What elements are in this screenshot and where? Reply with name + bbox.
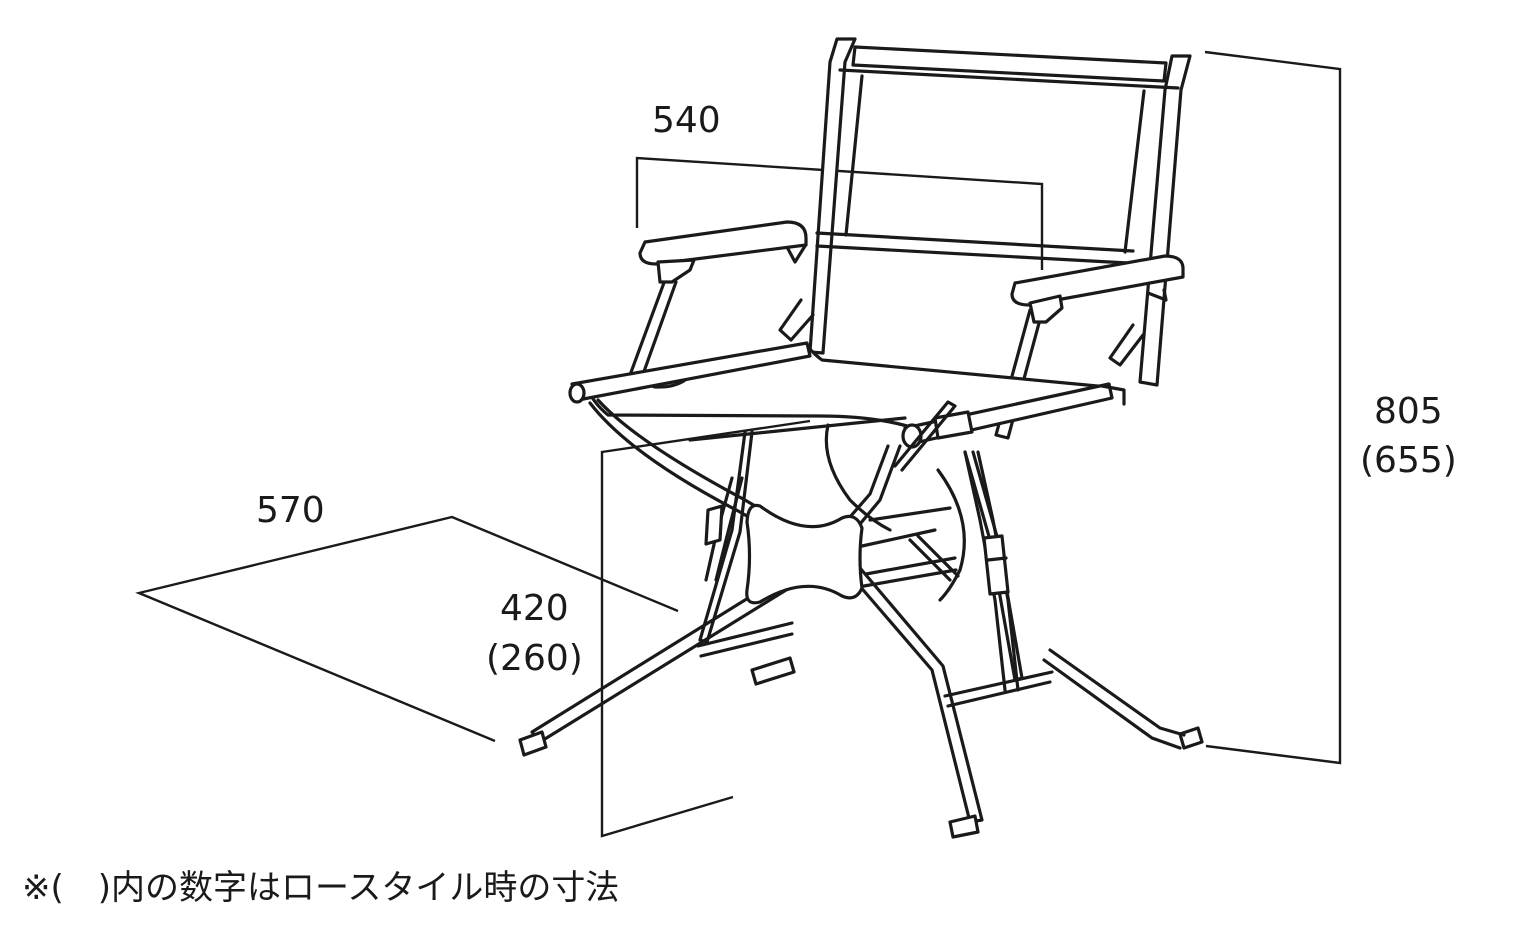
width-dimension-line [635,156,1044,270]
front-foot-right [948,814,980,839]
width-dimension-label: 540 [652,100,721,141]
right-buckle [982,534,1010,596]
front-left-leg [588,398,984,824]
leg-hub [745,503,864,605]
rear-foot-left [750,656,796,686]
left-armrest [638,220,808,266]
left-arm-support [628,278,678,379]
left-back-post [808,37,857,355]
footnote: ※( )内の数字はロースタイル時の寸法 [22,868,620,908]
total-height-low-label: (655) [1360,440,1457,481]
total-height-dimension-line [1204,50,1342,765]
backrest-top-bar [851,45,1168,83]
chair-illustration [518,37,1204,839]
right-armrest [1010,254,1185,307]
backrest-fabric [815,74,1146,265]
right-arm-support [994,308,1044,440]
seat-height-low-label: (260) [486,638,583,679]
total-height-dimension-label: 805 [1374,391,1443,432]
front-foot-left [518,730,548,757]
dimension-lines [135,50,1342,838]
seat-height-dimension-line [600,419,811,838]
rear-foot-right [1178,726,1204,750]
depth-dimension-line [135,515,679,743]
lower-cross-rails [688,416,1054,708]
depth-dimension-label: 570 [256,490,325,531]
left-buckle [704,504,724,546]
right-back-post [1138,54,1192,387]
seat-height-dimension-label: 420 [500,588,569,629]
